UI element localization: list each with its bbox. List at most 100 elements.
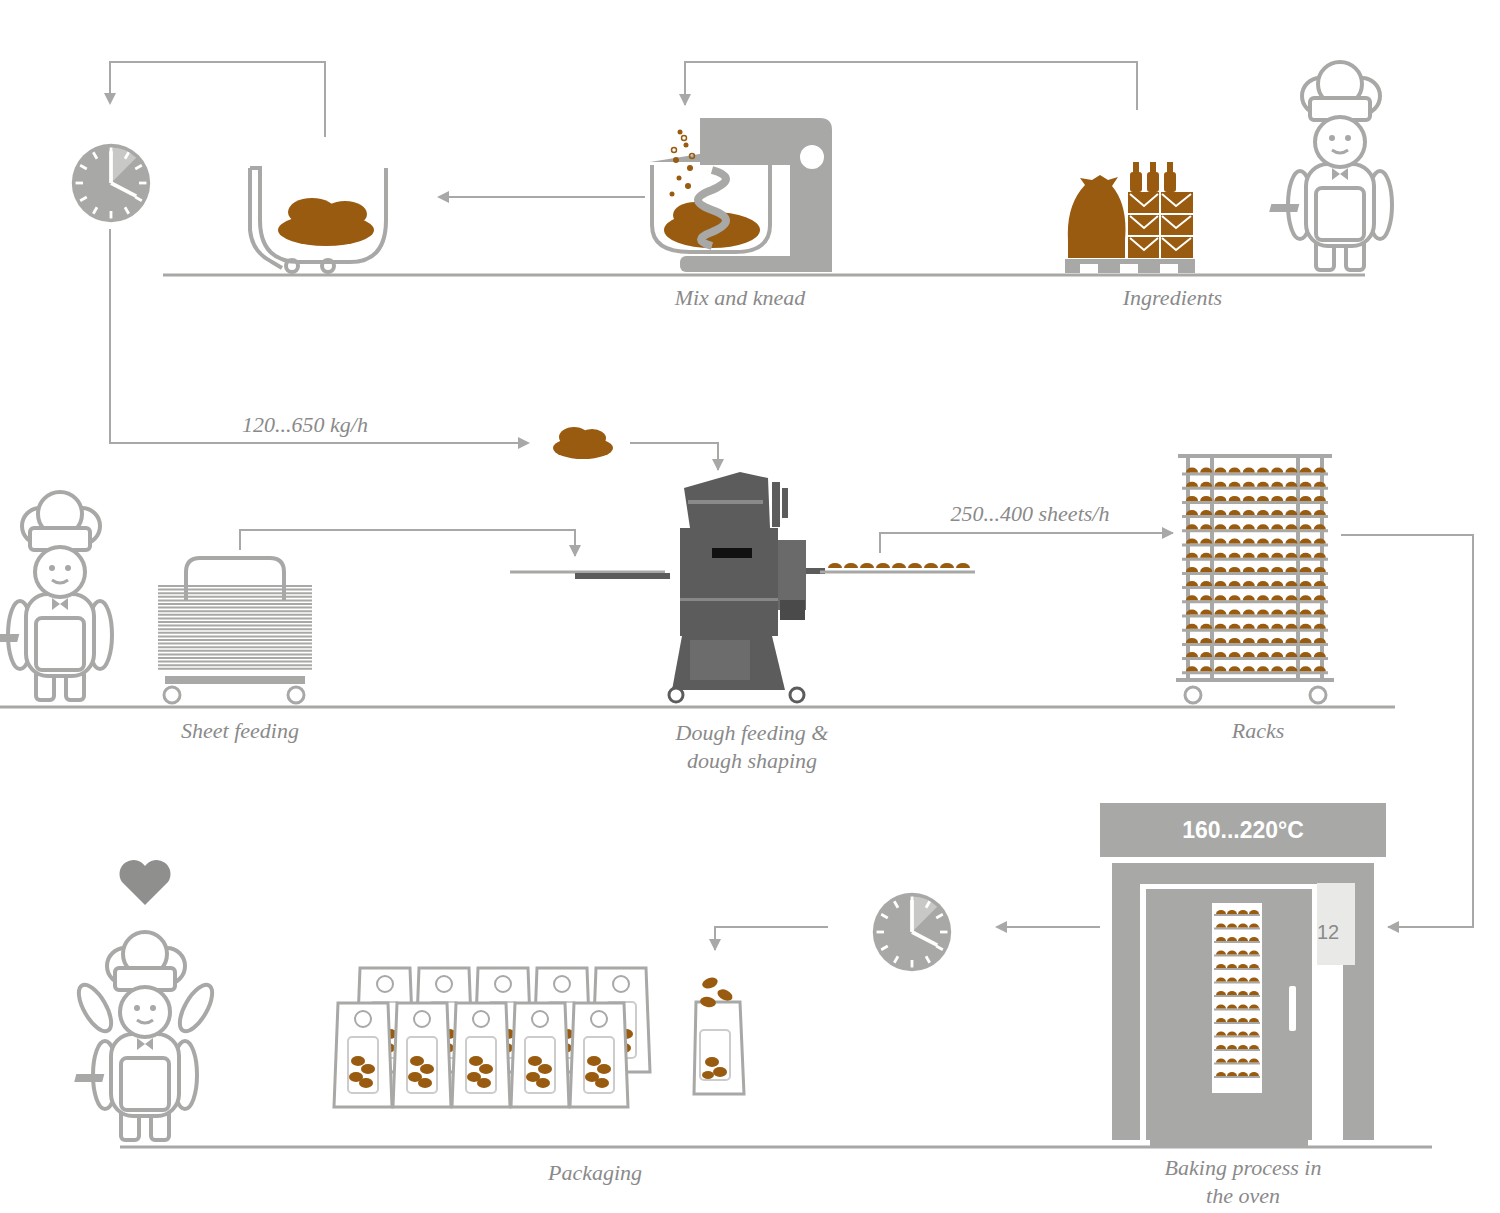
baking-rack	[1229, 581, 1241, 586]
oven	[1216, 1045, 1226, 1049]
baking-rack	[1182, 671, 1328, 674]
mixer-machine	[672, 148, 677, 153]
oven	[1238, 1018, 1248, 1022]
baking-rack	[1300, 624, 1312, 629]
oven	[1214, 1036, 1260, 1038]
oven	[1249, 964, 1259, 968]
dough-shaping-machine	[782, 488, 788, 518]
baker-figure	[72, 980, 218, 1036]
baking-rack	[1229, 539, 1241, 544]
ingredients-icon	[1130, 172, 1142, 192]
baking-rack	[1176, 455, 1334, 703]
baking-rack	[1186, 510, 1198, 515]
baking-rack	[1200, 510, 1212, 515]
station-caption: Sheet feeding	[181, 717, 299, 745]
baking-rack	[1214, 567, 1226, 572]
oven	[1227, 951, 1237, 955]
sheet-cart	[158, 650, 312, 652]
oven	[1249, 910, 1259, 914]
oven	[1214, 1009, 1260, 1011]
dough-shaping-machine	[778, 540, 806, 610]
baking-rack	[1200, 539, 1212, 544]
baking-rack	[1176, 678, 1334, 682]
dough-bowl	[323, 201, 367, 227]
baking-rack	[1182, 529, 1328, 532]
baking-rack	[1214, 553, 1226, 558]
baking-rack	[1200, 624, 1212, 629]
baking-rack	[1186, 652, 1198, 657]
oven	[1227, 937, 1237, 941]
packaged-bags	[348, 1037, 378, 1093]
baking-rack	[1300, 539, 1312, 544]
dough-shaping-machine	[575, 573, 670, 579]
baking-rack	[1200, 610, 1212, 615]
baker-figure	[1269, 62, 1392, 270]
baking-rack	[1229, 553, 1241, 558]
oven	[1214, 1022, 1260, 1024]
baking-rack	[1214, 652, 1226, 657]
baking-rack	[1300, 567, 1312, 572]
baking-rack	[1243, 553, 1255, 558]
baking-rack	[1200, 638, 1212, 643]
baking-rack	[1300, 610, 1312, 615]
oven	[1238, 1072, 1248, 1076]
dough-bowl	[250, 168, 386, 272]
ingredients-icon	[1128, 235, 1193, 237]
baking-rack	[1310, 687, 1326, 703]
baking-rack	[1257, 524, 1269, 529]
flow-arrow	[1341, 535, 1473, 927]
station-caption: Dough feeding & dough shaping	[657, 719, 847, 775]
sheet-cart	[158, 639, 312, 641]
process-station: 12160...220°CBaking process in the oven	[1100, 803, 1386, 1210]
baking-rack	[1186, 539, 1198, 544]
baking-rack	[1186, 624, 1198, 629]
oven	[1227, 1045, 1237, 1049]
baking-rack	[1214, 510, 1226, 515]
baking-rack	[1271, 496, 1283, 501]
baking-rack	[1314, 524, 1326, 529]
baking-rack	[1214, 595, 1226, 600]
packaged-bags	[473, 1011, 489, 1027]
sheet-cart	[158, 586, 312, 669]
baking-rack	[1186, 496, 1198, 501]
baking-rack	[1186, 567, 1198, 572]
baking-rack	[1300, 524, 1312, 529]
baking-rack	[1229, 652, 1241, 657]
ingredients-icon	[1120, 264, 1138, 273]
ingredients-icon	[1133, 162, 1139, 174]
oven	[1216, 937, 1226, 941]
station-caption: Baking process in the oven	[1163, 1154, 1323, 1210]
baking-rack	[1200, 468, 1212, 473]
sheet-cart	[158, 610, 312, 612]
baking-rack	[1182, 468, 1328, 673]
packaged-bags	[570, 1003, 628, 1107]
station-caption: Ingredients	[1123, 284, 1222, 312]
sheet-cart	[288, 687, 304, 703]
packaged-bags	[361, 1064, 375, 1074]
timer-clock	[72, 144, 951, 971]
mixer-machine	[673, 157, 679, 163]
dough-shaping-machine	[908, 563, 922, 568]
mixer-machine	[672, 136, 695, 159]
baking-rack	[1243, 581, 1255, 586]
oven	[1216, 991, 1226, 995]
packaged-bags	[407, 1037, 437, 1093]
oven	[1249, 951, 1259, 955]
oven	[1214, 1063, 1260, 1065]
baker-figure	[74, 932, 197, 1140]
baking-rack	[1271, 652, 1283, 657]
dough-shaping-machine	[688, 500, 763, 504]
station-caption: Racks	[1232, 717, 1285, 745]
dough-portion	[578, 429, 606, 447]
oven	[1238, 978, 1248, 982]
baking-rack	[1214, 524, 1226, 529]
timer-clock	[72, 144, 150, 222]
baking-rack	[1257, 581, 1269, 586]
dough-shaping-machine	[828, 563, 970, 568]
oven	[1249, 937, 1259, 941]
baking-rack	[1257, 652, 1269, 657]
single-bag	[713, 1067, 727, 1077]
baking-rack	[1271, 468, 1283, 473]
baker-figure	[72, 980, 117, 1036]
